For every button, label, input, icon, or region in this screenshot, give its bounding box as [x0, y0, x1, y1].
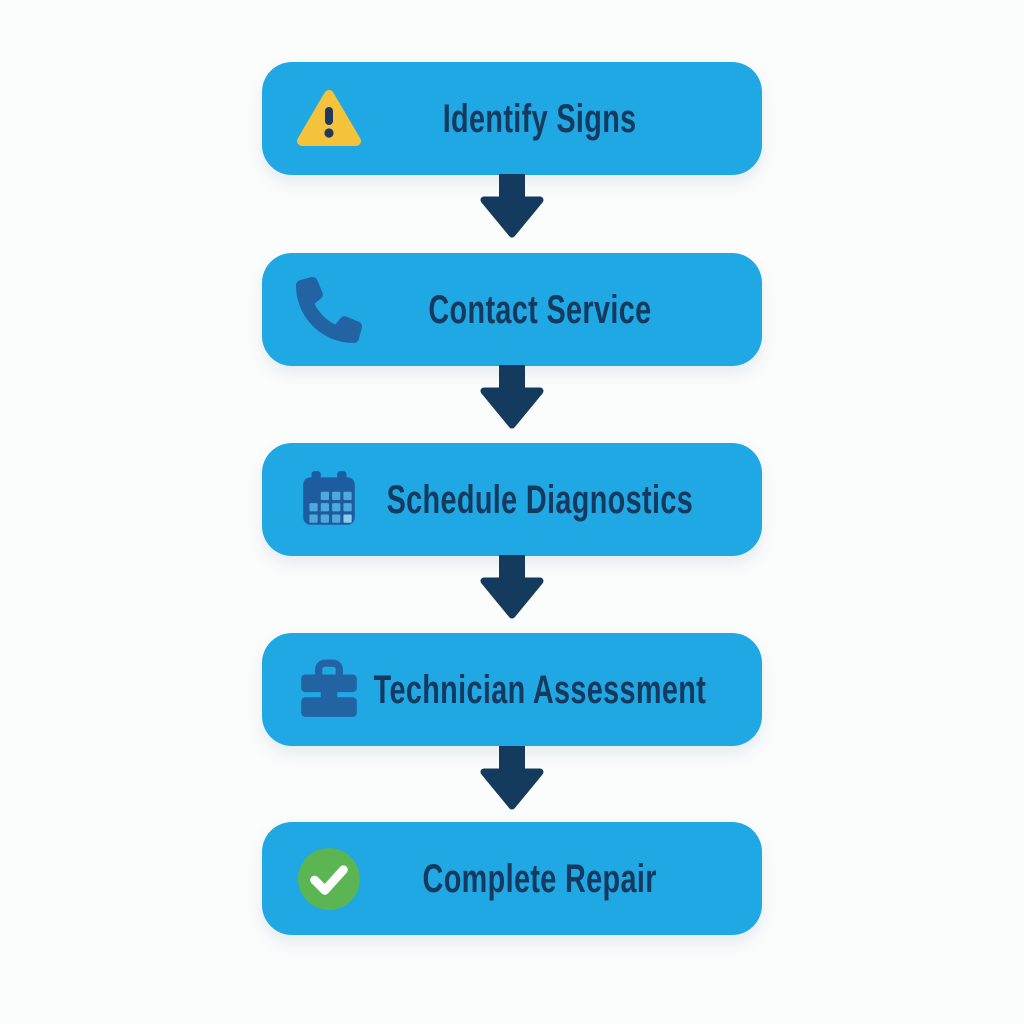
step-label: Complete Repair: [422, 856, 658, 901]
step-identify-signs: Identify Signs: [262, 62, 762, 175]
down-arrow-icon: [476, 555, 548, 619]
step-label: Technician Assessment: [373, 667, 707, 712]
step-label: Contact Service: [428, 287, 652, 332]
down-arrow-icon: [476, 746, 548, 810]
down-arrow-icon: [476, 365, 548, 429]
phone-icon: [296, 276, 362, 343]
step-schedule-diagnostics: Schedule Diagnostics: [262, 443, 762, 556]
step-contact-service: Contact Service: [262, 253, 762, 366]
step-label: Schedule Diagnostics: [386, 477, 694, 522]
briefcase-icon: [296, 657, 362, 723]
warning-triangle-icon: [296, 86, 362, 152]
step-label: Identify Signs: [443, 96, 637, 141]
step-complete-repair: Complete Repair: [262, 822, 762, 935]
down-arrow-icon: [476, 174, 548, 238]
step-technician-assessment: Technician Assessment: [262, 633, 762, 746]
calendar-icon: [296, 467, 362, 533]
check-circle-icon: [296, 846, 362, 912]
